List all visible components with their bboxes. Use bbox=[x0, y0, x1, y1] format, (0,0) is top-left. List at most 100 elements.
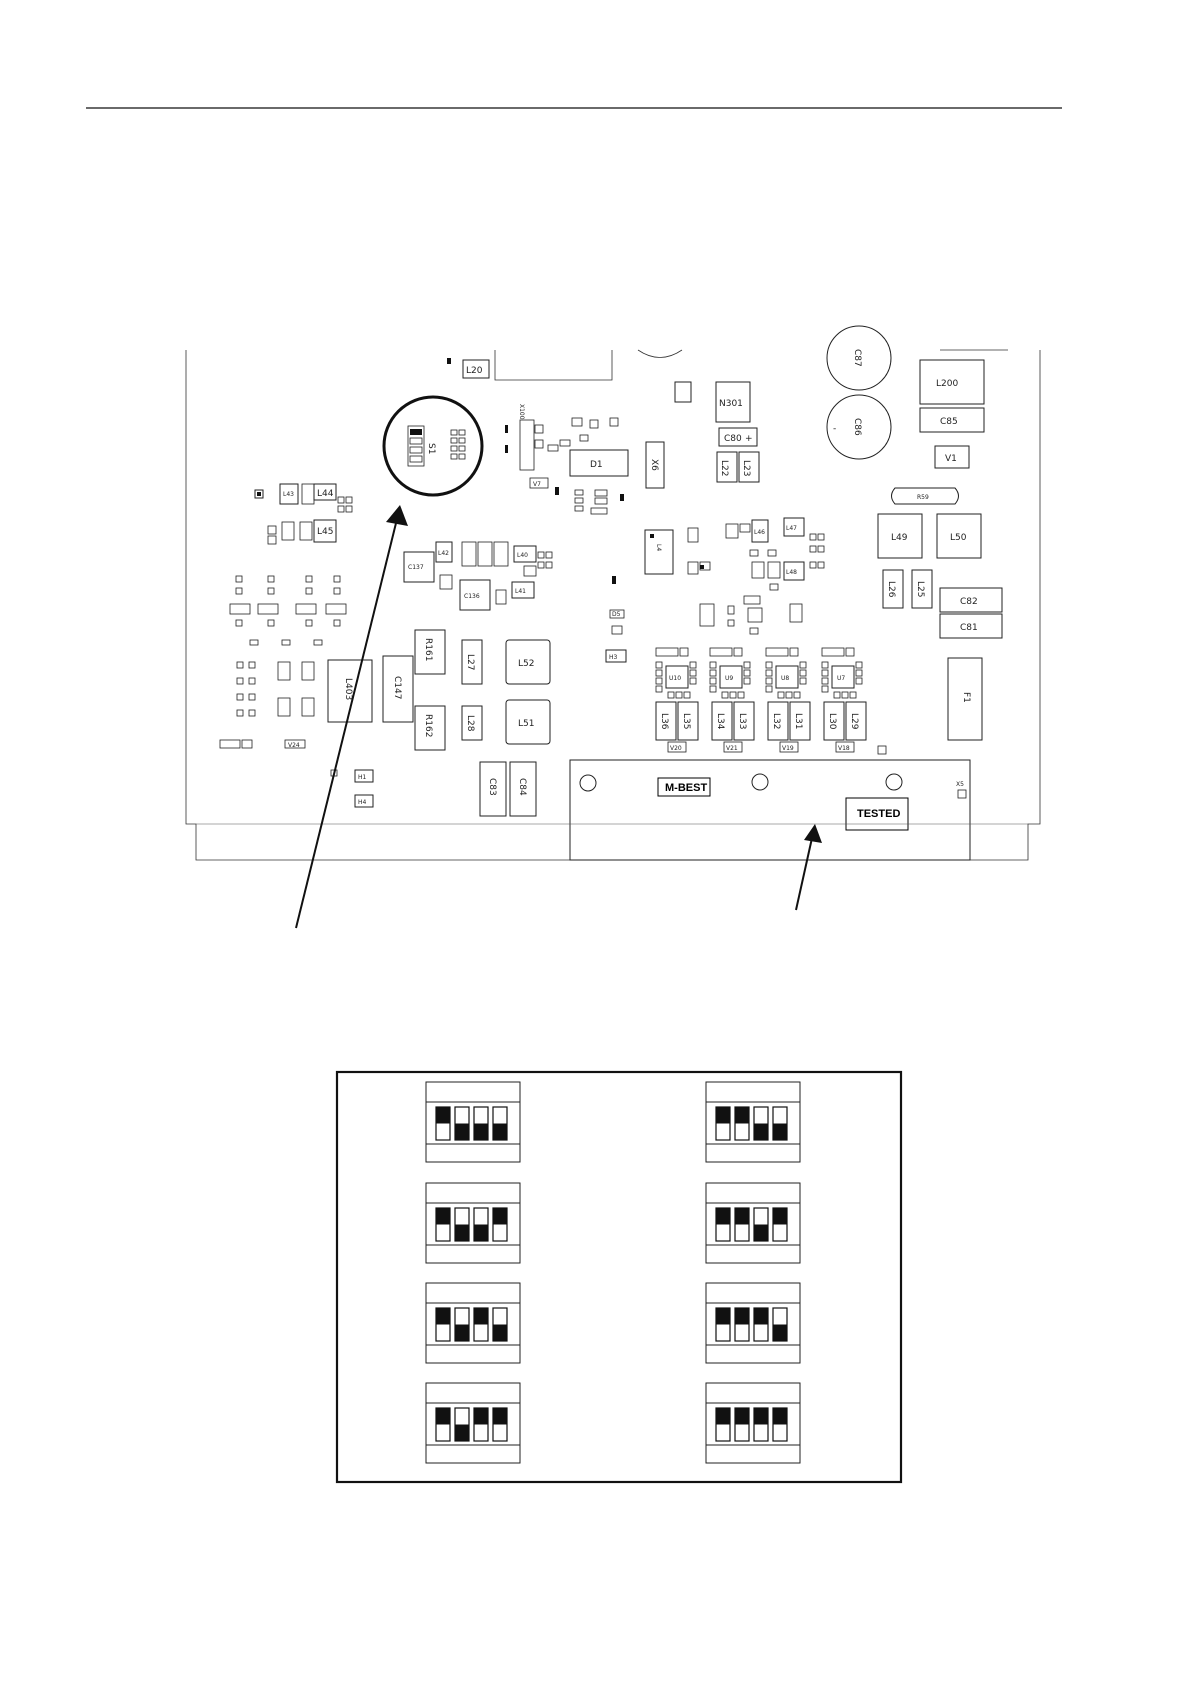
dip-switch-lever bbox=[474, 1107, 488, 1140]
dip-switch-lever bbox=[773, 1308, 787, 1341]
r161-label: R161 bbox=[423, 638, 433, 661]
l44-label: L44 bbox=[317, 489, 334, 499]
f1-label: F1 bbox=[961, 692, 971, 703]
v7-label: V7 bbox=[533, 481, 541, 488]
l48-label: L48 bbox=[786, 569, 797, 576]
dip-switch-lever bbox=[436, 1408, 450, 1441]
l30-label: L30 bbox=[827, 713, 837, 730]
u9-label: U9 bbox=[725, 675, 733, 682]
dip-settings-panel bbox=[337, 1072, 901, 1482]
l23-label: L23 bbox=[741, 460, 751, 476]
dip-switch-lever bbox=[716, 1308, 730, 1341]
h3-label: H3 bbox=[609, 654, 618, 661]
l41-label: L41 bbox=[515, 588, 526, 595]
dip-switch-lever bbox=[735, 1107, 749, 1140]
x100-label: X100 bbox=[518, 404, 525, 420]
l29-label: L29 bbox=[849, 713, 859, 730]
dip-switch-lever bbox=[754, 1107, 768, 1140]
l43-label: L43 bbox=[283, 491, 294, 498]
l20-label: L20 bbox=[466, 366, 483, 376]
dip-switch-lever bbox=[773, 1208, 787, 1241]
dip-switch-lever bbox=[754, 1208, 768, 1241]
c80-label: C80 bbox=[724, 434, 742, 444]
l200-label: L200 bbox=[936, 379, 958, 389]
regulator-components: L4 L46 L47 L48 D5 H3 bbox=[606, 518, 824, 662]
s1-label: S1 bbox=[426, 443, 436, 454]
l27-label: L27 bbox=[465, 654, 475, 670]
v19-label: V19 bbox=[782, 745, 794, 752]
u7-label: U7 bbox=[837, 675, 845, 682]
dip-switch-diagram bbox=[426, 1082, 520, 1162]
c86-label: C86 bbox=[852, 418, 862, 436]
dip-switch-lever bbox=[754, 1308, 768, 1341]
c147-label: C147 bbox=[392, 676, 402, 699]
n301-label: N301 bbox=[719, 399, 743, 409]
c137-label: C137 bbox=[408, 564, 424, 571]
svg-text:-: - bbox=[833, 424, 836, 434]
x6-label: X6 bbox=[649, 459, 659, 471]
v18-label: V18 bbox=[838, 745, 850, 752]
x5-label: X5 bbox=[956, 781, 964, 788]
u8-label: U8 bbox=[781, 675, 789, 682]
l50-label: L50 bbox=[950, 533, 967, 543]
dip-switch-lever bbox=[735, 1308, 749, 1341]
v24-label: V24 bbox=[288, 742, 300, 749]
l31-label: L31 bbox=[793, 713, 803, 729]
h1-label: H1 bbox=[358, 774, 367, 781]
l42-label: L42 bbox=[438, 550, 449, 557]
l25-label: L25 bbox=[915, 581, 925, 597]
dip-switch-diagram bbox=[706, 1082, 800, 1162]
arrow-to-connector bbox=[796, 838, 812, 910]
dip-switch-diagram bbox=[426, 1183, 520, 1263]
v1-label: V1 bbox=[945, 454, 957, 464]
h4-label: H4 bbox=[358, 799, 367, 806]
l35-label: L35 bbox=[681, 713, 691, 729]
dip-switch-lever bbox=[455, 1308, 469, 1341]
r59-label: R59 bbox=[917, 494, 929, 501]
dip-switch-diagram bbox=[706, 1283, 800, 1363]
arrow-to-connector-head bbox=[804, 824, 822, 843]
c83-label: C83 bbox=[487, 778, 497, 796]
l47-label: L47 bbox=[786, 525, 797, 532]
dip-switch-diagram bbox=[706, 1183, 800, 1263]
l40-label: L40 bbox=[517, 552, 528, 559]
dip-switch-lever bbox=[474, 1208, 488, 1241]
l49-label: L49 bbox=[891, 533, 908, 543]
dip-switch-lever bbox=[455, 1107, 469, 1140]
dip-switch-lever bbox=[455, 1408, 469, 1441]
svg-text:+: + bbox=[745, 434, 753, 444]
arrow-to-s1-head bbox=[386, 505, 408, 526]
dip-switch-lever bbox=[493, 1107, 507, 1140]
c81-label: C81 bbox=[960, 623, 978, 633]
l32-label: L32 bbox=[771, 713, 781, 729]
m-best-text: M-BEST bbox=[665, 782, 707, 794]
dip-switch-lever bbox=[716, 1408, 730, 1441]
l26-label: L26 bbox=[886, 581, 896, 598]
dip-switch-lever bbox=[735, 1208, 749, 1241]
dip-switch-lever bbox=[716, 1208, 730, 1241]
dip-switch-lever bbox=[436, 1308, 450, 1341]
regulator-u7: U7 L30 L29 V18 bbox=[822, 648, 866, 752]
tested-text: TESTED bbox=[857, 808, 900, 820]
l403-label: L403 bbox=[343, 678, 353, 700]
d1-label: D1 bbox=[590, 460, 603, 470]
dip-switch-lever bbox=[735, 1408, 749, 1441]
v21-label: V21 bbox=[726, 745, 738, 752]
l28-label: L28 bbox=[465, 715, 475, 732]
l51-label: L51 bbox=[518, 719, 534, 729]
l34-label: L34 bbox=[715, 713, 725, 730]
l36-label: L36 bbox=[659, 713, 669, 730]
regulator-u8: U8 L32 L31 V19 bbox=[766, 648, 810, 752]
c136-label: C136 bbox=[464, 593, 480, 600]
l45-label: L45 bbox=[317, 527, 333, 537]
dip-switch-lever bbox=[773, 1408, 787, 1441]
v20-label: V20 bbox=[670, 745, 682, 752]
dip-switch-lever bbox=[754, 1408, 768, 1441]
dip-switch-lever bbox=[455, 1208, 469, 1241]
l52-label: L52 bbox=[518, 659, 534, 669]
dip-switch-lever bbox=[716, 1107, 730, 1140]
dip-switch-lever bbox=[493, 1308, 507, 1341]
d5-label: D5 bbox=[612, 611, 621, 618]
l33-label: L33 bbox=[737, 713, 747, 729]
